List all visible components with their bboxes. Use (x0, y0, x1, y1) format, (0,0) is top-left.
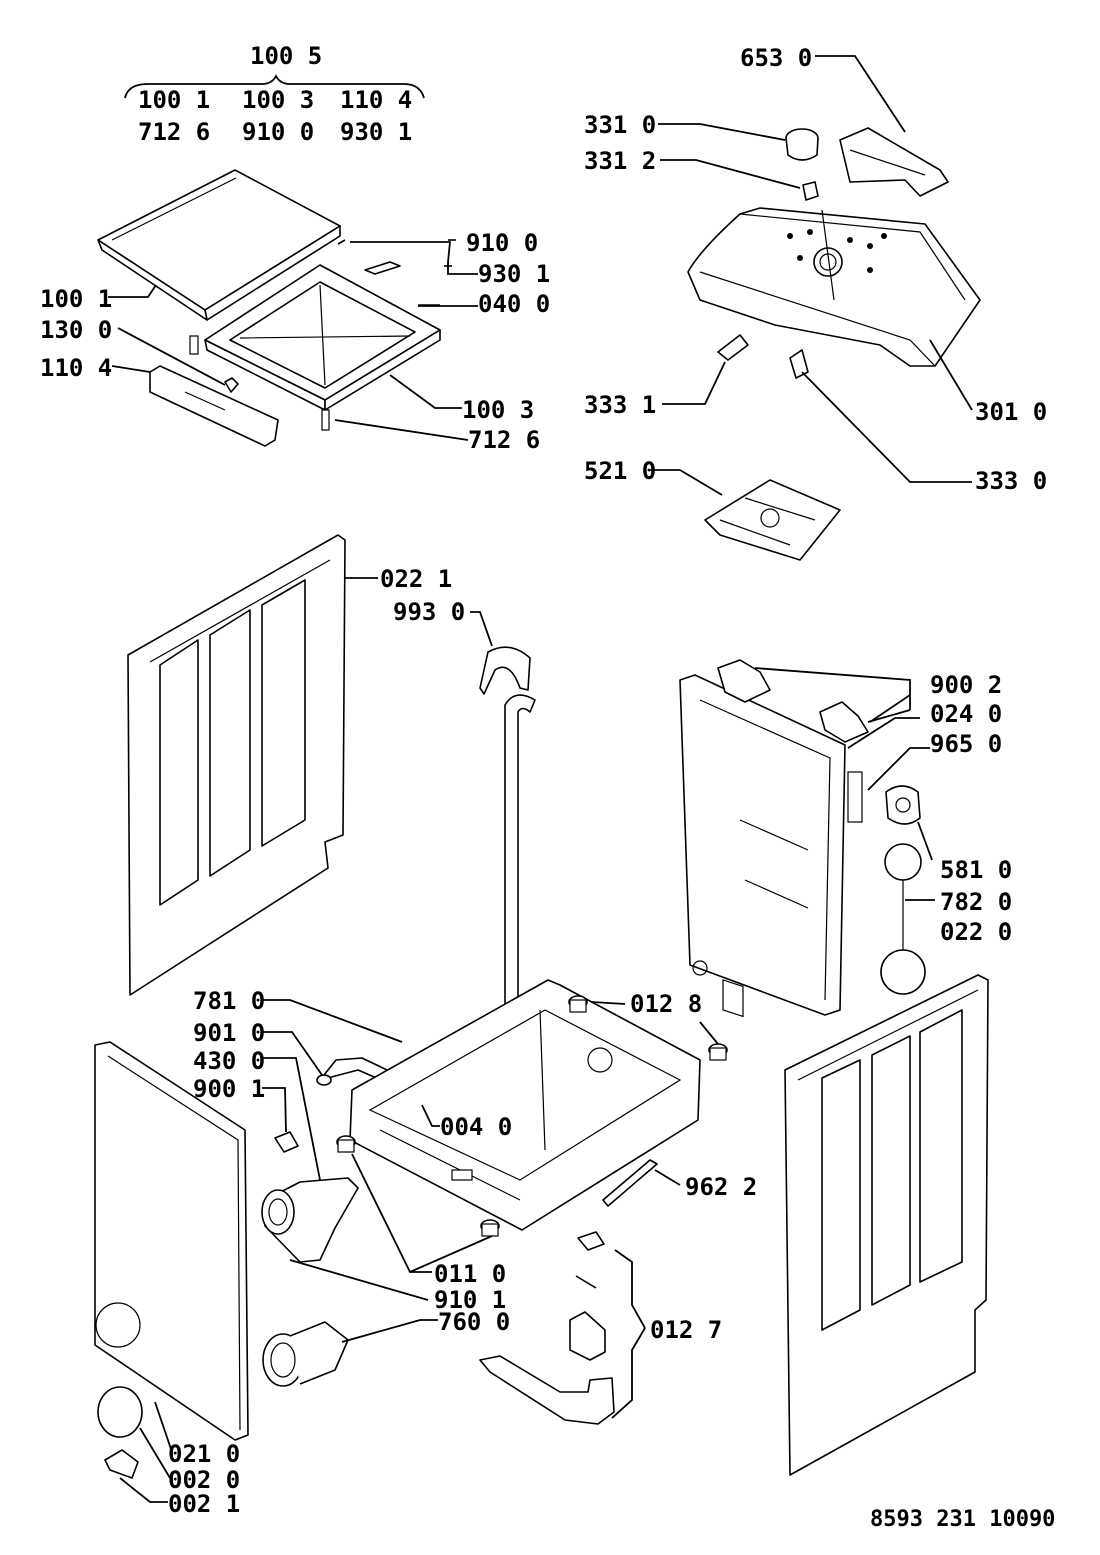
left-side-panel-part (127, 534, 346, 996)
front-trim-part (149, 365, 279, 447)
pump-part (261, 1131, 359, 1263)
callout-label: 962 2 (685, 1173, 757, 1201)
callout-label: 331 0 (584, 111, 656, 139)
group-item: 100 1 (138, 86, 210, 114)
group-item: 930 1 (340, 118, 412, 146)
drawing-number: 8593 231 10090 (870, 1507, 1055, 1532)
callout-label: 021 0 (168, 1440, 240, 1468)
callout-label: 712 6 (468, 426, 540, 454)
top-frame-part (204, 264, 441, 411)
callout-label: 781 0 (193, 987, 265, 1015)
control-panel-part (687, 207, 981, 367)
callout-label: 430 0 (193, 1047, 265, 1075)
feet-parts (336, 995, 728, 1237)
group-header: 100 5 100 1 100 3 110 4 712 6 910 0 930 … (124, 42, 425, 146)
callout-label: 333 1 (584, 391, 656, 419)
callout-label: 022 0 (940, 918, 1012, 946)
callout-label: 002 1 (168, 1490, 240, 1518)
top-lid-part (97, 169, 341, 321)
filter-door-part (97, 1386, 143, 1479)
right-side-panel-part (784, 974, 989, 1476)
callout-label: 331 2 (584, 147, 656, 175)
group-title: 100 5 (250, 42, 322, 70)
callout-label: 965 0 (930, 730, 1002, 758)
callout-labels: 100 1 130 0 110 4 910 0 930 1 040 0 100 … (40, 44, 1047, 1518)
group-item: 100 3 (242, 86, 314, 114)
callout-label: 900 2 (930, 671, 1002, 699)
rear-clips-part (717, 659, 869, 823)
knob-part (785, 128, 819, 201)
sensor-part (880, 785, 926, 995)
callout-label: 653 0 (740, 44, 812, 72)
panel-bracket-part (839, 127, 949, 197)
callout-label: 011 0 (434, 1260, 506, 1288)
callout-label: 100 1 (40, 285, 112, 313)
callout-label: 024 0 (930, 700, 1002, 728)
dispenser-parts (479, 1231, 615, 1425)
callout-label: 110 4 (40, 354, 112, 382)
base-frame-part (349, 979, 701, 1231)
callout-label: 900 1 (193, 1075, 265, 1103)
callout-label: 521 0 (584, 457, 656, 485)
front-panel-part (94, 1041, 249, 1441)
callout-label: 910 1 (434, 1286, 506, 1314)
callout-label: 100 3 (462, 396, 534, 424)
group-item: 712 6 (138, 118, 210, 146)
callout-label: 333 0 (975, 467, 1047, 495)
callout-label: 581 0 (940, 856, 1012, 884)
pump-filter-part (262, 1321, 349, 1387)
callout-label: 004 0 (440, 1113, 512, 1141)
callout-label: 040 0 (478, 290, 550, 318)
group-brace (124, 73, 425, 99)
callout-label: 901 0 (193, 1019, 265, 1047)
rear-panel-part (679, 674, 846, 1018)
panel-clips-part (717, 334, 809, 379)
callout-label: 930 1 (478, 260, 550, 288)
callout-label: 012 8 (630, 990, 702, 1018)
callout-label: 760 0 (438, 1308, 510, 1336)
callout-label: 782 0 (940, 888, 1012, 916)
callout-label: 012 7 (650, 1316, 722, 1344)
callout-label: 022 1 (380, 565, 452, 593)
strip-part (602, 1159, 658, 1207)
leader-lines (108, 55, 973, 1503)
callout-label: 130 0 (40, 316, 112, 344)
callout-label: 993 0 (393, 598, 465, 626)
control-module-part (704, 479, 841, 561)
group-item: 110 4 (340, 86, 412, 114)
group-item: 910 0 (242, 118, 314, 146)
small-hardware-parts (189, 239, 456, 431)
callout-label: 301 0 (975, 398, 1047, 426)
callout-label: 002 0 (168, 1466, 240, 1494)
callout-label: 910 0 (466, 229, 538, 257)
